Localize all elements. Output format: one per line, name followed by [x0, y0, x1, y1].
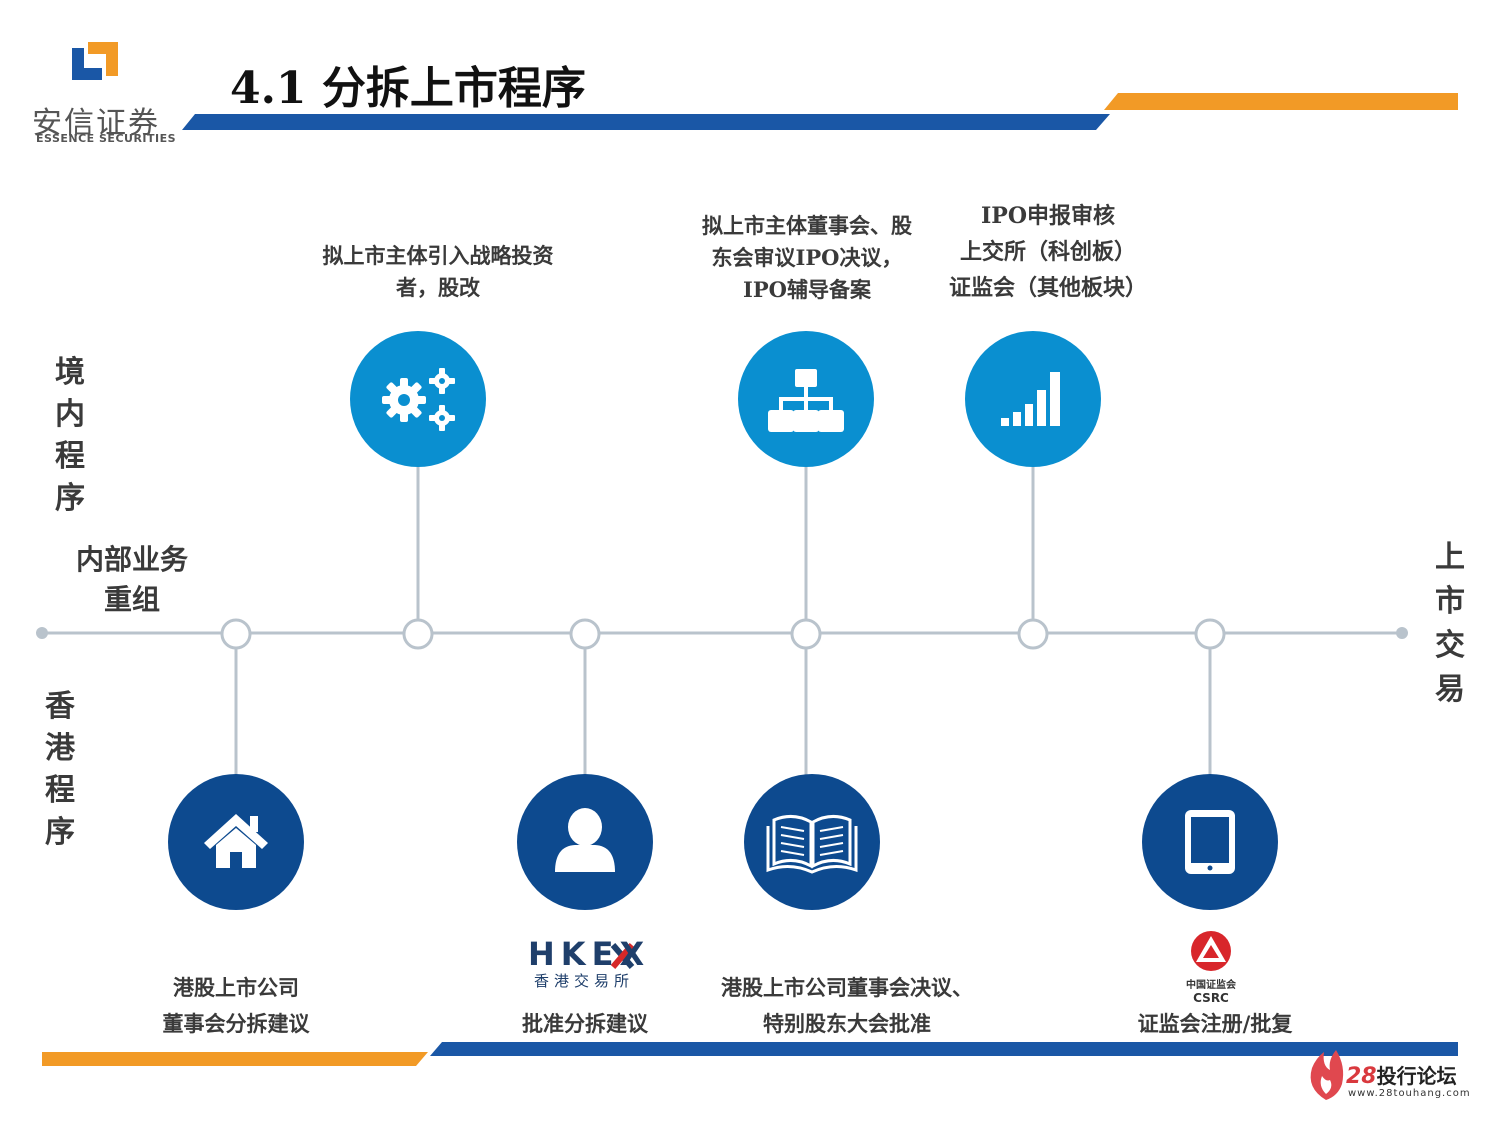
tablet-icon: [1142, 774, 1278, 910]
top-step-2-text: 拟上市主体董事会、股 东会审议IPO决议， IPO辅导备案: [702, 213, 912, 302]
footer-orange-bar: [42, 1052, 428, 1066]
bottom-step-2-text: 批准分拆建议: [522, 1011, 648, 1036]
hongkong-procedure-label: 香港程序: [45, 689, 75, 850]
user-icon: [517, 774, 653, 910]
gears-icon: [350, 331, 486, 467]
timeline-end-dot: [1396, 627, 1408, 639]
timeline-node: [569, 618, 601, 650]
timeline-start-dot: [36, 627, 48, 639]
hkex-x-mark: [610, 943, 635, 969]
bottom-step-3-text: 港股上市公司董事会决议、 特别股东大会批准: [721, 975, 973, 1036]
bottom-step-1-text: 港股上市公司 董事会分拆建议: [162, 975, 310, 1036]
header-orange-bar: [1104, 93, 1458, 110]
company-logo-subtitle: ESSENCE SECURITIES: [36, 132, 177, 145]
top-step-1-text: 拟上市主体引入战略投资 者，股改: [322, 243, 554, 300]
footer-blue-bar: [430, 1042, 1458, 1056]
open-book-icon: [744, 774, 880, 910]
top-step-3-text: IPO申报审核 上交所（科创板） 证监会（其他板块）: [948, 203, 1147, 301]
timeline-node: [790, 618, 822, 650]
home-icon: [168, 774, 304, 910]
csrc-emblem: [1191, 931, 1231, 971]
timeline-node: [1194, 618, 1226, 650]
bottom-step-4-text: 证监会注册/批复: [1137, 1011, 1293, 1036]
forum-url: www.28touhang.com: [1348, 1088, 1471, 1099]
listing-trading-label: 上市交易: [1435, 540, 1465, 707]
start-label-line: 重组: [103, 583, 160, 616]
hkex-logo-subtext: 香港交易所: [533, 972, 634, 990]
timeline-node: [220, 618, 252, 650]
header-blue-bar: [182, 114, 1110, 130]
domestic-procedure-label: 境内程序: [55, 355, 85, 516]
forum-flame-logo: [1310, 1050, 1344, 1100]
page-title: 4.1 分拆上市程序: [230, 63, 586, 114]
start-label-line: 内部业务: [75, 543, 188, 576]
forum-number: 28: [1346, 1064, 1377, 1089]
csrc-logo: 中国证监会 CSRC: [1170, 976, 1252, 1005]
csrc-logo-en: CSRC: [1193, 991, 1229, 1005]
company-logo-name: 安信证券: [32, 106, 160, 141]
start-label: 内部业务 重组: [62, 540, 202, 620]
signal-bars-icon: [965, 331, 1101, 467]
org-chart-icon: [738, 331, 874, 467]
hkex-logo: HKEX 香港交易所: [524, 936, 644, 990]
forum-watermark: 28投行论坛: [1346, 1060, 1457, 1089]
forum-name: 投行论坛: [1376, 1064, 1457, 1088]
hkex-logo-text: HKEX: [528, 935, 651, 973]
csrc-logo-cn: 中国证监会: [1186, 980, 1236, 991]
timeline-node: [402, 618, 434, 650]
company-logo-mark: [72, 42, 118, 80]
timeline-node: [1017, 618, 1049, 650]
